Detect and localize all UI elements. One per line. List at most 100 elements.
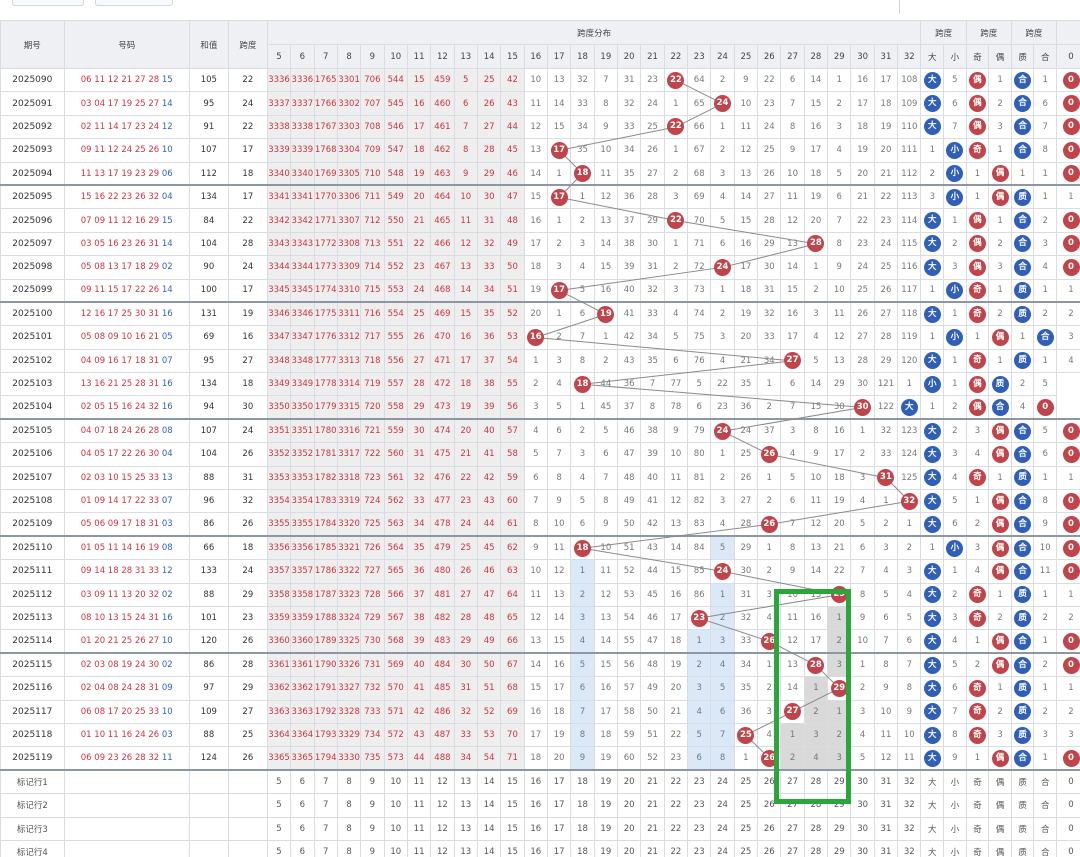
miss-cell: 1 xyxy=(546,301,572,327)
miss-cell: 8 xyxy=(803,418,829,444)
miss-cell: 3344 xyxy=(290,255,315,280)
span-col-26: 26 xyxy=(757,44,782,69)
toolbar-button-1[interactable] xyxy=(12,0,84,6)
miss-cell: 29 xyxy=(640,208,665,233)
span-prime-composite-miss-cell: 2 xyxy=(1033,301,1057,327)
span-col-15: 15 xyxy=(500,44,525,69)
miss-cell: 8 xyxy=(570,348,595,374)
red-numbers: 02 03 10 15 25 33 xyxy=(80,472,162,483)
span-zero-cell: 0 xyxy=(1056,255,1080,280)
footer-marker-cell: 奇 xyxy=(965,769,990,795)
footer-empty xyxy=(227,839,268,857)
footer-empty xyxy=(63,769,190,795)
numbers-cell: 04 05 17 22 26 30 04 xyxy=(63,442,190,467)
span-zero-cell: 2 xyxy=(1056,605,1080,631)
span-col-25: 25 xyxy=(733,44,759,69)
miss-cell: 42 xyxy=(406,699,432,724)
span-odd-even-cell: 奇 xyxy=(965,301,990,327)
miss-cell: 735 xyxy=(360,746,385,771)
span-prime-composite-ball: 合 xyxy=(1014,422,1032,440)
sum-cell: 86 xyxy=(188,512,229,537)
miss-cell: 3 xyxy=(803,722,829,748)
footer-marker-cell: 31 xyxy=(873,793,899,818)
span-distribution-header: 跨度分布 xyxy=(266,20,922,45)
span-col-30: 30 xyxy=(850,44,875,69)
miss-cell: 22 xyxy=(453,465,478,491)
toolbar-button-2[interactable] xyxy=(95,0,173,6)
footer-marker-cell: 32 xyxy=(897,769,922,795)
miss-cell: 3 xyxy=(897,559,922,584)
footer-marker-cell: 32 xyxy=(897,816,922,841)
miss-cell: 462 xyxy=(430,138,455,163)
miss-cell: 31 xyxy=(757,278,782,303)
numbers-cell: 01 20 21 25 26 27 10 xyxy=(63,629,190,654)
miss-cell: 3338 xyxy=(290,114,315,140)
miss-cell: 39 xyxy=(476,395,502,420)
span-odd-even-cell: 4 xyxy=(965,559,990,584)
sum-cell: 88 xyxy=(188,722,229,748)
miss-cell: 17 xyxy=(453,348,478,374)
miss-cell: 2 xyxy=(570,208,595,233)
miss-cell: 571 xyxy=(383,699,408,724)
miss-cell: 7 xyxy=(523,489,548,514)
miss-cell: 56 xyxy=(616,652,642,678)
span-big-small-cell: 大 xyxy=(920,629,945,654)
footer-marker-cell: 6 xyxy=(290,839,315,857)
miss-cell: 1773 xyxy=(313,255,338,280)
miss-cell: 2 xyxy=(593,348,619,374)
footer-marker-cell: 18 xyxy=(570,816,595,841)
span-big-small-ball: 大 xyxy=(923,95,941,113)
span-zero-cell: 0 xyxy=(1056,161,1080,186)
numbers-cell: 02 05 15 16 24 32 16 xyxy=(63,395,190,420)
miss-cell: 34 xyxy=(640,325,665,350)
miss-cell: 19 xyxy=(873,114,899,140)
miss-cell: 4 xyxy=(757,722,782,748)
span-zero-cell: 0 xyxy=(1056,231,1080,257)
miss-cell: 3328 xyxy=(336,699,362,724)
miss-cell: 7 xyxy=(850,559,875,584)
miss-cell: 465 xyxy=(430,208,455,233)
miss-cell: 47 xyxy=(500,184,525,210)
miss-cell: 3351 xyxy=(290,418,315,444)
footer-marker-cell: 大 xyxy=(920,769,945,795)
numbers-cell: 09 14 18 28 31 33 12 xyxy=(63,559,190,584)
miss-cell: 2 xyxy=(850,676,875,701)
miss-cell: 34 xyxy=(453,746,478,771)
span-cell: 28 xyxy=(227,652,268,678)
miss-cell: 15 xyxy=(593,255,619,280)
miss-cell: 21 xyxy=(850,184,875,210)
footer-marker-cell: 0 xyxy=(1056,839,1080,857)
span-ball: 29 xyxy=(830,679,848,697)
miss-cell: 1769 xyxy=(313,161,338,186)
miss-cell: 5 xyxy=(593,418,619,444)
blue-number: 07 xyxy=(161,355,173,366)
miss-cell: 56 xyxy=(500,395,525,420)
footer-marker-cell: 7 xyxy=(313,816,338,841)
span-col-20: 20 xyxy=(616,44,642,69)
miss-cell: 3 xyxy=(663,278,689,303)
numbers-cell: 09 11 12 24 25 26 10 xyxy=(63,138,190,163)
footer-marker-cell: 0 xyxy=(1056,816,1080,841)
miss-cell: 25 xyxy=(640,114,665,140)
miss-cell: 719 xyxy=(360,372,385,397)
miss-cell: 19 xyxy=(850,138,875,163)
span-ball: 22 xyxy=(667,71,685,89)
span-zero-cell: 5 xyxy=(1033,372,1057,397)
miss-cell: 551 xyxy=(383,231,408,257)
span-prime-composite-cell: 合 xyxy=(1010,746,1035,771)
span-col-19: 19 xyxy=(593,44,619,69)
miss-cell: 53 xyxy=(500,325,525,350)
miss-cell: 6 xyxy=(850,535,875,561)
miss-cell: 54 xyxy=(476,746,502,771)
span-big-small-cell: 大 xyxy=(920,559,945,584)
span-odd-even-miss-cell: 偶 xyxy=(988,629,1012,654)
span-hit-cell: 22 xyxy=(663,114,689,140)
span-prime-composite-miss-cell: 11 xyxy=(1033,559,1057,584)
miss-cell: 467 xyxy=(430,255,455,280)
sum-cell: 101 xyxy=(188,605,229,631)
span-prime-composite-ball: 合 xyxy=(1014,492,1032,510)
miss-cell: 86 xyxy=(687,582,712,607)
miss-cell: 1 xyxy=(570,184,595,210)
